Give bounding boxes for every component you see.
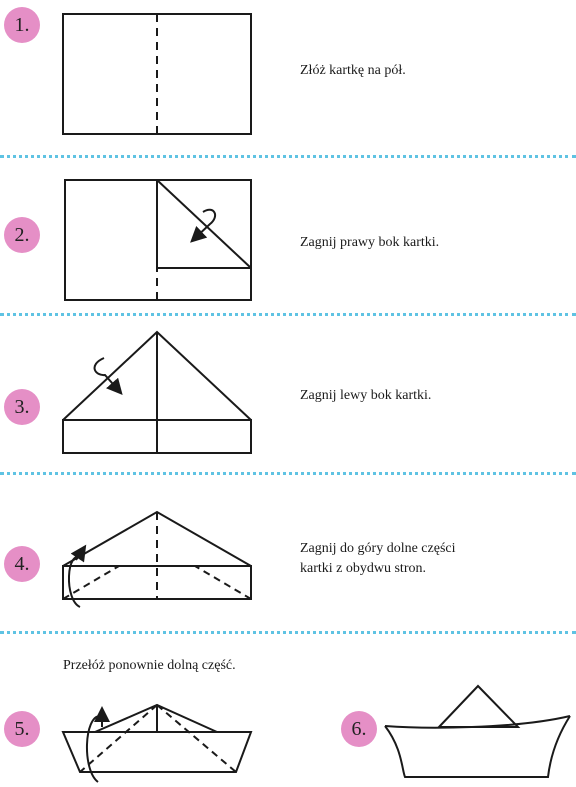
step-6-badge: 6. — [341, 711, 377, 747]
step-1-instruction: Złóż kartkę na pół. — [300, 63, 406, 78]
step2-sheet — [64, 179, 252, 301]
step-4-badge: 4. — [4, 546, 40, 582]
separator-3 — [0, 472, 576, 475]
separator-1 — [0, 155, 576, 158]
step-4-instruction: Zagnij do góry dolne części kartki z oby… — [300, 541, 456, 576]
step-5-instruction: Przełóż ponownie dolną część. — [63, 658, 236, 673]
step-3-badge: 3. — [4, 389, 40, 425]
step-1-badge: 1. — [4, 7, 40, 43]
separator-4 — [0, 631, 576, 634]
separator-2 — [0, 313, 576, 316]
step6-boat — [384, 684, 571, 778]
step2-fold-arrow — [190, 208, 217, 243]
step1-sheet — [62, 13, 252, 135]
step5-fold-arrow — [86, 706, 110, 783]
step-2-badge: 2. — [4, 217, 40, 253]
step-5-badge: 5. — [4, 711, 40, 747]
step4-sheet — [62, 510, 252, 600]
step3-sheet — [62, 330, 252, 454]
step3-fold-arrow — [93, 357, 123, 395]
step4-fold-arrow — [68, 544, 87, 608]
step-2-instruction: Zagnij prawy bok kartki. — [300, 235, 440, 250]
step-3-instruction: Zagnij lewy bok kartki. — [300, 388, 432, 403]
step5-boat — [61, 703, 253, 773]
